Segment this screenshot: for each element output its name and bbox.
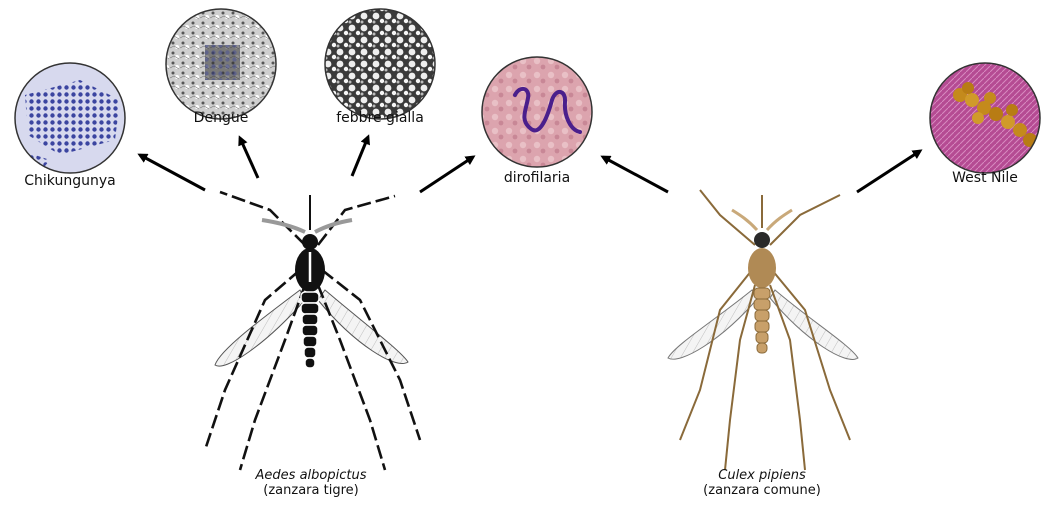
label-dengue: Dengue: [194, 110, 249, 126]
aedes-common-name: (zanzara tigre): [256, 483, 367, 498]
label-chikungunya: Chikungunya: [24, 173, 115, 189]
culex-scientific-name: Culex pipiens: [703, 468, 821, 483]
culex-pipiens-illustration: [668, 190, 858, 470]
arrow-culex-dirofilaria: [603, 157, 668, 192]
dengue-micrograph: [160, 5, 285, 125]
arrow-aedes-dengue: [240, 138, 258, 178]
arrow-culex-west-nile: [857, 151, 920, 192]
caption-aedes: Aedes albopictus (zanzara tigre): [256, 468, 367, 498]
yellow-fever-micrograph: [320, 5, 445, 125]
label-yellow-fever: febbre gialla: [336, 110, 424, 126]
arrow-aedes-dirofilaria: [420, 157, 473, 192]
arrow-aedes-chikungunya: [140, 155, 205, 190]
label-dirofilaria: dirofilaria: [504, 170, 570, 186]
label-west-nile: West Nile: [952, 170, 1018, 186]
aedes-scientific-name: Aedes albopictus: [256, 468, 367, 483]
aedes-albopictus-illustration: [205, 192, 420, 470]
arrow-aedes-yellow-fever: [352, 137, 368, 176]
dirofilaria-micrograph: [475, 52, 600, 172]
chikungunya-micrograph: [10, 60, 130, 180]
west-nile-micrograph: [925, 60, 1043, 180]
caption-culex: Culex pipiens (zanzara comune): [703, 468, 821, 498]
culex-common-name: (zanzara comune): [703, 483, 821, 498]
